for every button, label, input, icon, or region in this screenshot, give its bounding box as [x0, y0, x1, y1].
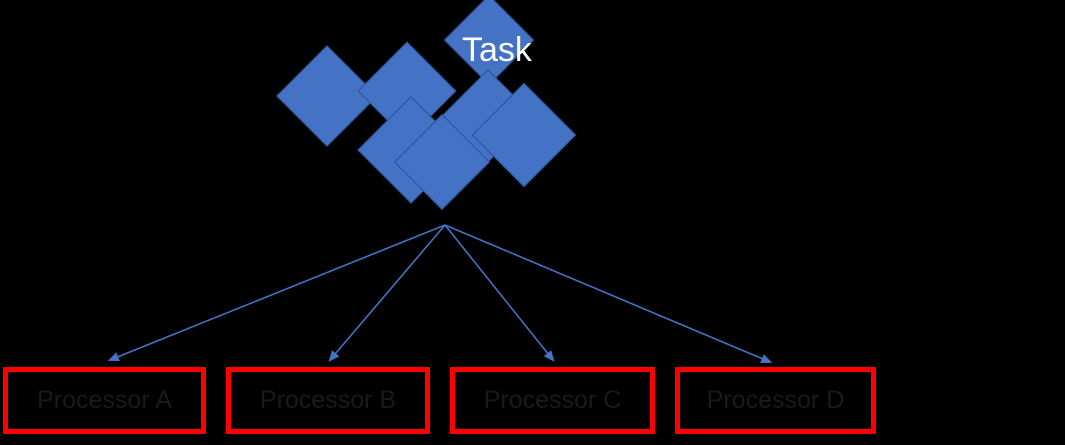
task-label: Task — [462, 31, 532, 69]
processor-c[interactable]: Processor C — [450, 367, 655, 434]
processor-b[interactable]: Processor B — [226, 367, 430, 434]
processor-a[interactable]: Processor A — [3, 367, 206, 434]
processor-d[interactable]: Processor D — [675, 367, 876, 434]
processor-a-label: Processor A — [37, 386, 172, 414]
processor-b-label: Processor B — [259, 386, 397, 414]
processor-d-label: Processor D — [706, 386, 845, 414]
processor-c-label: Processor C — [483, 386, 622, 414]
